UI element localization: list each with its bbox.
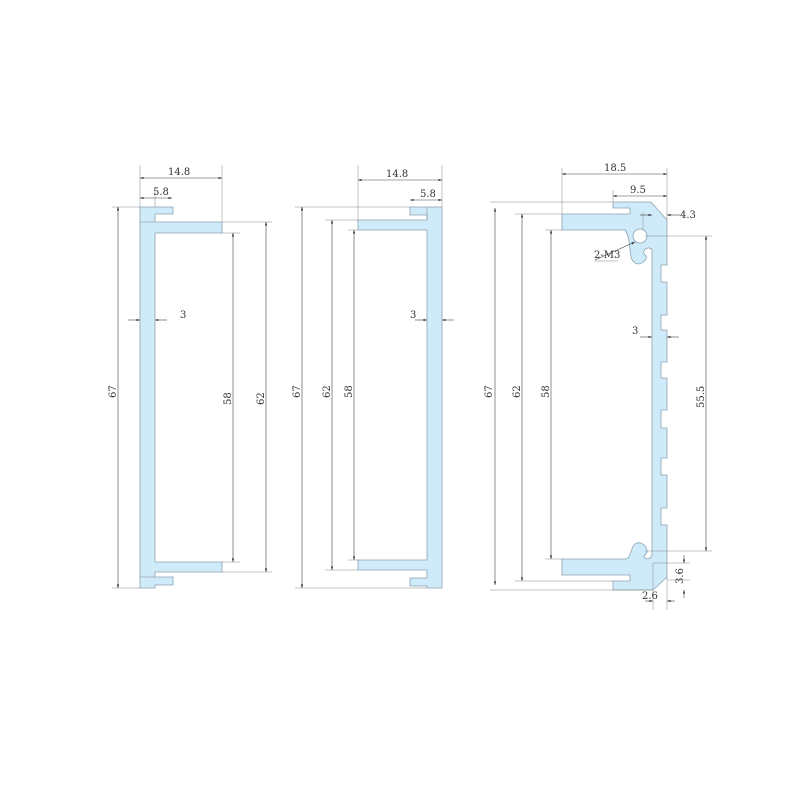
dim-height-total: 67 bbox=[292, 385, 303, 398]
dim-wall: 3 bbox=[632, 326, 638, 337]
dim-width-total: 14.8 bbox=[386, 169, 408, 180]
dim-inner-58: 58 bbox=[541, 385, 552, 398]
dim-flange: 5.8 bbox=[153, 187, 169, 198]
dim-wall: 3 bbox=[180, 310, 186, 321]
dim-foot-w: 2.6 bbox=[642, 591, 658, 602]
dim-foot-h: 3.6 bbox=[675, 568, 686, 584]
profile-1-shape bbox=[139, 206, 223, 589]
profile-2: 14.8 5.8 3 67 62 58 bbox=[292, 165, 454, 589]
dim-width-total: 14.8 bbox=[168, 167, 190, 178]
dim-outer-62: 62 bbox=[322, 385, 333, 398]
dim-inner-58: 58 bbox=[223, 392, 234, 405]
profile-1: 14.8 5.8 3 67 58 62 bbox=[108, 165, 272, 589]
profile-2-shape bbox=[357, 206, 443, 589]
dim-height-total: 67 bbox=[108, 385, 119, 398]
dim-height-total: 67 bbox=[484, 385, 495, 398]
dim-thread: 2-M3 bbox=[594, 250, 620, 261]
dim-outer-62: 62 bbox=[256, 392, 267, 405]
dim-inner-58: 58 bbox=[344, 385, 355, 398]
profile-3: 18.5 9.5 4.3 2-M3 3 67 62 58 55.5 3.6 2.… bbox=[484, 163, 712, 610]
dim-width-total: 18.5 bbox=[604, 163, 626, 174]
dim-wall: 3 bbox=[410, 310, 416, 321]
dim-slot-span: 55.5 bbox=[696, 386, 707, 408]
dim-chamfer: 4.3 bbox=[680, 210, 696, 221]
dim-top: 9.5 bbox=[630, 185, 646, 196]
dim-flange: 5.8 bbox=[420, 189, 436, 200]
dim-outer-62: 62 bbox=[512, 385, 523, 398]
